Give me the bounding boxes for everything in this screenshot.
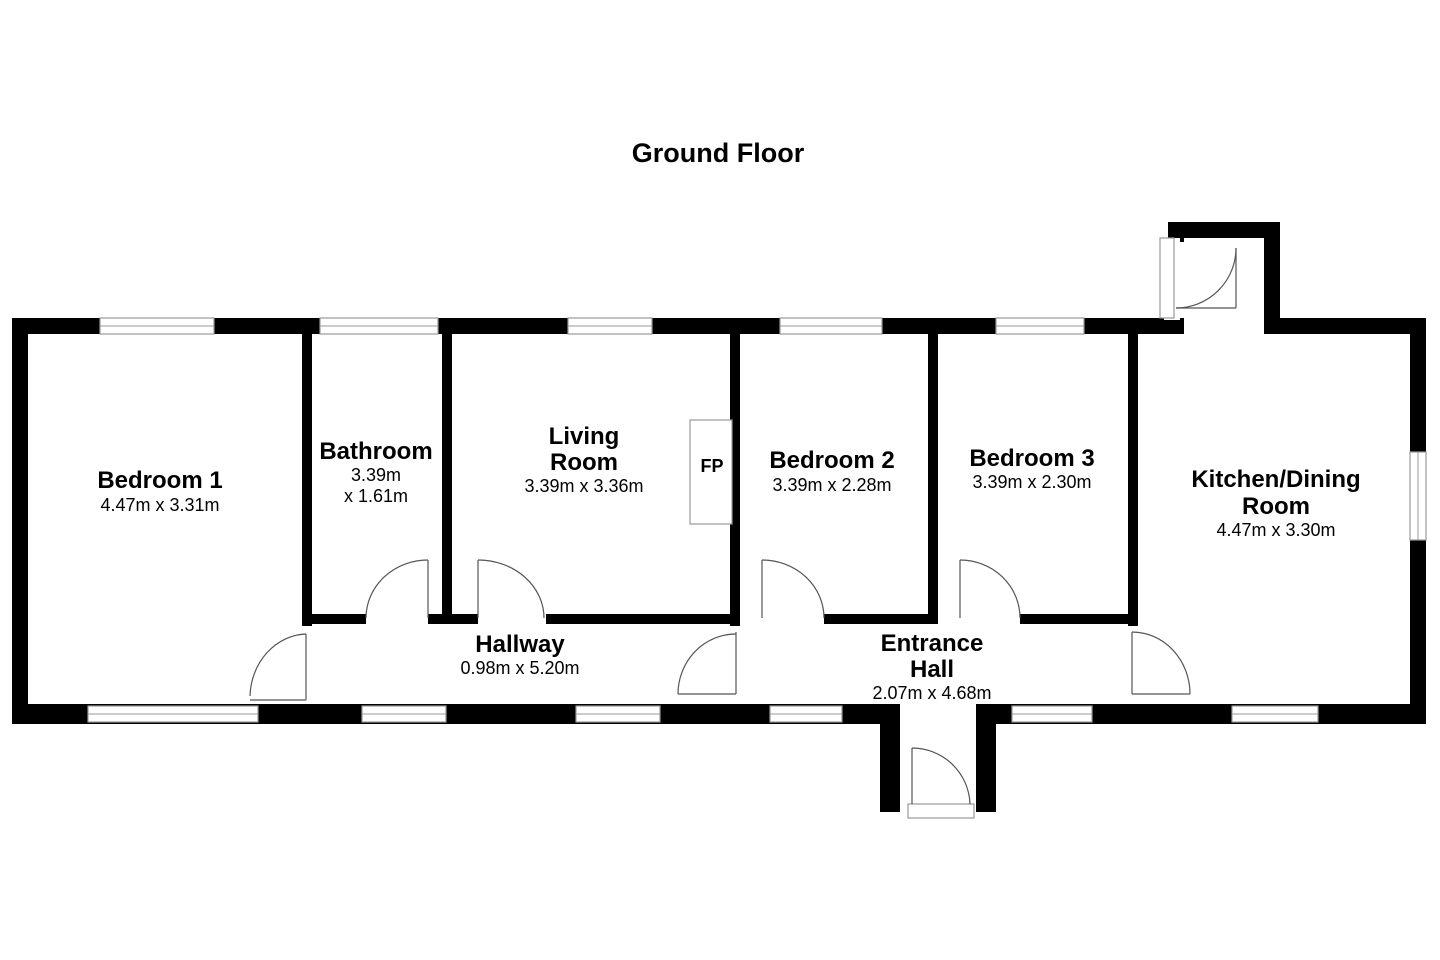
window-living-top — [567, 317, 653, 335]
room-name: Bedroom 2 — [769, 447, 894, 474]
room-label-living-room: Living Room 3.39m x 3.36m — [524, 423, 643, 496]
window-kitchen-right — [1409, 451, 1427, 541]
door-porch — [1159, 237, 1237, 319]
room-size: 4.47m x 3.31m — [100, 495, 219, 515]
door-bedroom2 — [761, 559, 825, 619]
room-size: 3.39m x 3.36m — [524, 476, 643, 496]
room-name-line2: Room — [550, 449, 618, 476]
room-name-line1: Living — [549, 423, 620, 450]
room-label-kitchen: Kitchen/Dining Room 4.47m x 3.30m — [1191, 466, 1360, 540]
doors — [249, 237, 1237, 819]
room-name: Bedroom 1 — [97, 467, 222, 494]
room-size: 2.07m x 4.68m — [872, 683, 991, 703]
fireplace-label: FP — [700, 456, 723, 476]
door-bedroom3 — [959, 559, 1021, 619]
room-label-bedroom3: Bedroom 3 3.39m x 2.30m — [969, 445, 1094, 492]
room-name: Bedroom 3 — [969, 445, 1094, 472]
window-bedroom2-top — [779, 317, 883, 335]
door-front — [907, 747, 975, 819]
fireplace: FP — [689, 419, 733, 525]
room-name-line2: Hall — [910, 656, 954, 683]
room-size: 3.39m x 2.30m — [972, 472, 1091, 492]
room-size: 4.47m x 3.30m — [1216, 520, 1335, 540]
door-bedroom1 — [249, 633, 307, 701]
room-name: Bathroom — [319, 438, 432, 465]
room-label-entrance-hall: Entrance Hall 2.07m x 4.68m — [872, 630, 991, 703]
window-kitchen-bottom — [1231, 705, 1319, 723]
windows — [87, 317, 1427, 723]
page-title: Ground Floor — [632, 138, 805, 168]
window-entrance-bottom-2 — [1011, 705, 1093, 723]
window-hall-bottom-1 — [361, 705, 447, 723]
window-bedroom1-bottom — [87, 705, 259, 723]
room-size: 3.39m x 2.28m — [772, 475, 891, 495]
window-bedroom3-top — [995, 317, 1085, 335]
room-label-bedroom2: Bedroom 2 3.39m x 2.28m — [769, 447, 894, 495]
window-bedroom1-top — [99, 317, 215, 335]
door-bathroom — [365, 559, 429, 619]
interior-walls — [302, 330, 1138, 626]
door-kitchen — [1131, 631, 1191, 695]
room-name-line1: Entrance — [881, 630, 984, 657]
room-label-bedroom1: Bedroom 1 4.47m x 3.31m — [97, 467, 222, 515]
room-size-line1: 3.39m — [351, 465, 401, 485]
room-label-bathroom: Bathroom 3.39m x 1.61m — [319, 438, 432, 506]
window-entrance-bottom-1 — [769, 705, 843, 723]
window-bathroom-top — [319, 317, 439, 335]
room-name: Hallway — [475, 631, 565, 658]
door-hallway-entrance — [677, 632, 737, 695]
room-name-line1: Kitchen/Dining — [1191, 466, 1360, 493]
room-name-line2: Room — [1242, 493, 1310, 520]
room-size: 0.98m x 5.20m — [460, 658, 579, 678]
room-label-hallway: Hallway 0.98m x 5.20m — [460, 631, 579, 678]
room-size-line2: x 1.61m — [344, 486, 408, 506]
window-hall-bottom-2 — [575, 705, 661, 723]
door-living-room — [477, 559, 545, 619]
